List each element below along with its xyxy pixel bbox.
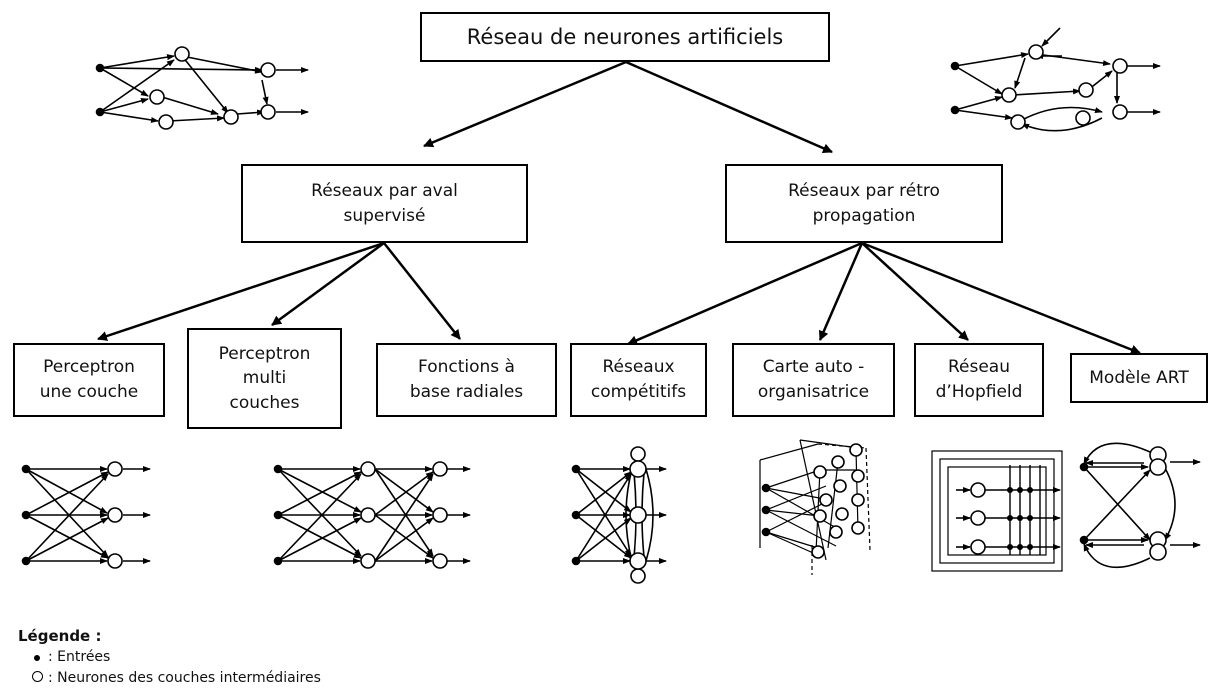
- input-dot: [95, 63, 105, 73]
- input-dot: [95, 107, 105, 117]
- self-organizing-map-illustration: [759, 439, 871, 575]
- feedforward-network-illustration: [95, 46, 309, 130]
- node-modele-art: Modèle ART: [1070, 353, 1208, 403]
- arrow-root-to-aval: [423, 60, 627, 148]
- legend-neurons-label: : Neurones des couches intermédiaires: [48, 670, 321, 686]
- legend-neurons-row: : Neurones des couches intermédiaires: [18, 668, 321, 689]
- node-fonctions-radiales: Fonctions à base radiales: [376, 343, 557, 417]
- node-carte-auto-organisatrice: Carte auto - organisatrice: [732, 343, 895, 417]
- arrow-root-to-retro: [625, 60, 833, 154]
- hopfield-network-illustration: [931, 450, 1063, 572]
- arrow-retro-to-competitifs: [627, 241, 863, 346]
- recurrent-network-illustration: [950, 27, 1161, 132]
- legend: Légende : : Entrées : Neurones des couch…: [18, 626, 321, 689]
- node-perceptron-une-couche: Perceptron une couche: [13, 343, 165, 417]
- legend-title: Légende :: [18, 627, 102, 645]
- input-dot-icon: [34, 655, 40, 661]
- arrow-aval-to-perceptron-une-couche: [97, 241, 385, 341]
- perceptron-single-layer-illustration: [21, 461, 151, 569]
- node-reseau-hopfield: Réseau d’Hopfield: [914, 343, 1044, 417]
- node-reseaux-competitifs: Réseaux compétitifs: [570, 343, 707, 417]
- perceptron-multilayer-illustration: [273, 461, 471, 569]
- arrow-aval-to-perceptron-multi: [271, 241, 385, 327]
- legend-inputs-row: : Entrées: [18, 647, 321, 668]
- root-node: Réseau de neurones artificiels: [420, 12, 830, 62]
- competitive-network-illustration: [571, 446, 667, 584]
- art-model-illustration: [1079, 442, 1201, 569]
- neuron-circle-icon: [31, 671, 43, 682]
- arrow-retro-to-carte: [818, 242, 864, 341]
- node-perceptron-multi-couches: Perceptron multi couches: [187, 328, 342, 429]
- arrow-aval-to-fonctions-radiales: [383, 242, 461, 340]
- root-label: Réseau de neurones artificiels: [466, 24, 784, 49]
- arrow-retro-to-art: [861, 241, 1141, 355]
- node-reseaux-aval: Réseaux par aval supervisé: [241, 164, 528, 243]
- legend-inputs-label: : Entrées: [48, 649, 111, 665]
- node-reseaux-retro: Réseaux par rétro propagation: [725, 164, 1003, 243]
- arrow-retro-to-hopfield: [861, 242, 969, 341]
